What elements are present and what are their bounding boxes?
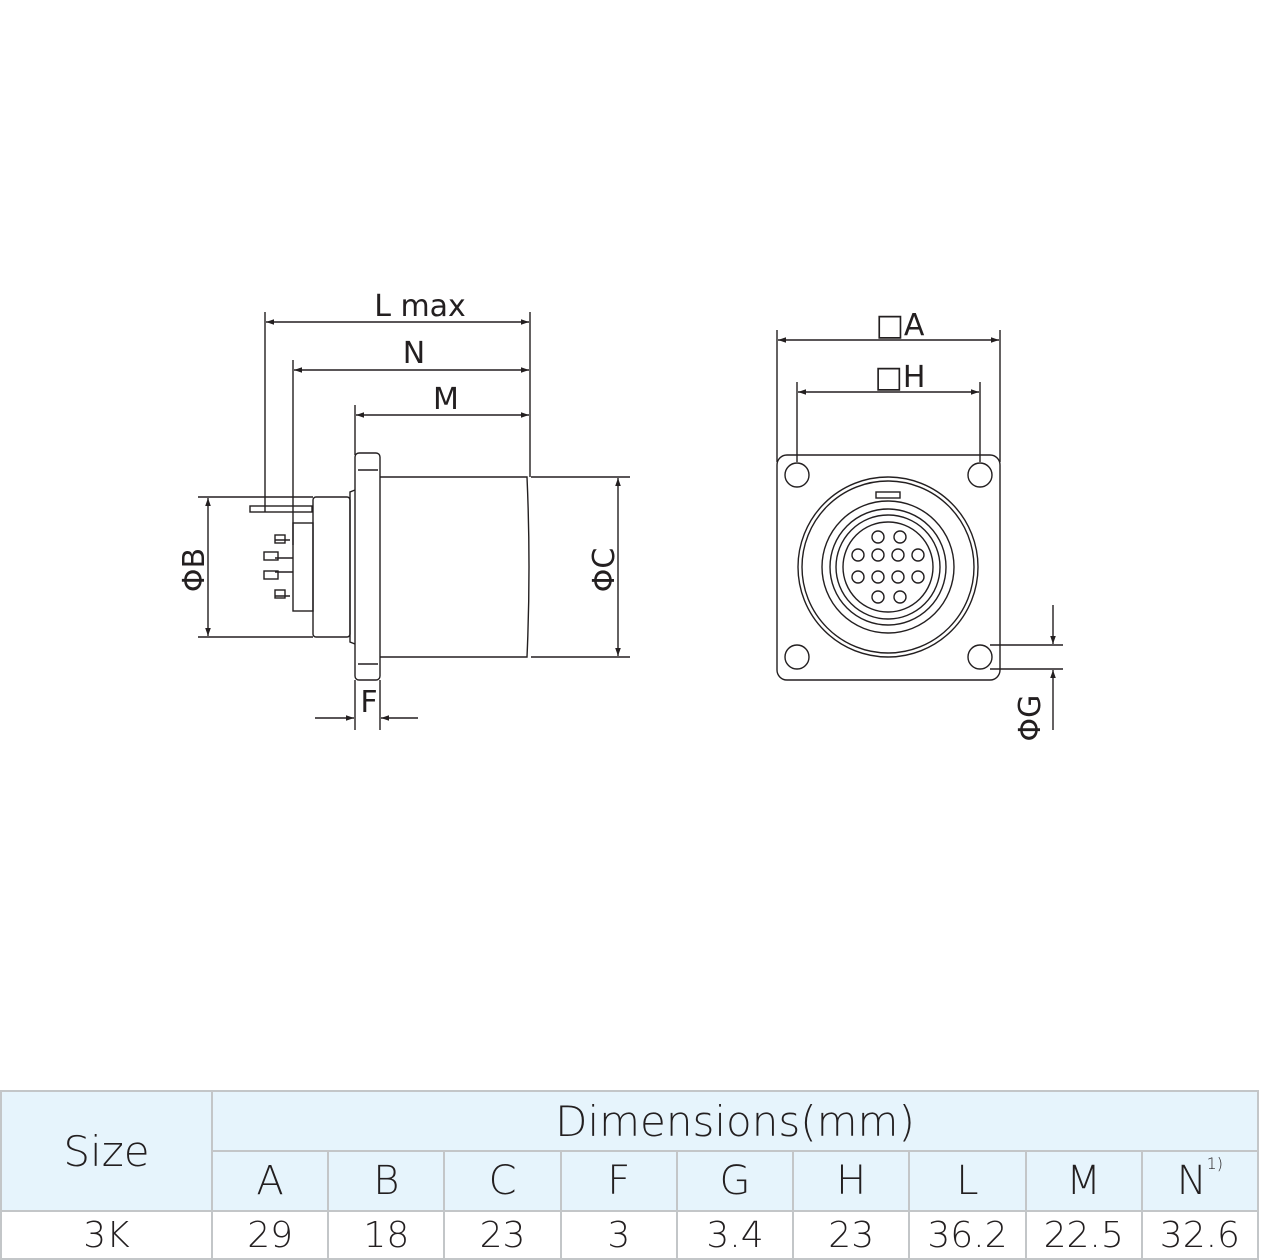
f-label: F — [360, 685, 377, 720]
size-header: Size — [0, 1090, 213, 1212]
square-flange — [776, 454, 1001, 681]
front-view — [776, 330, 1063, 730]
column-header: F — [559, 1150, 678, 1212]
value-cell: 32.6 — [1140, 1210, 1260, 1260]
phi-g-label: ΦG — [1013, 695, 1048, 742]
column-header: L — [908, 1150, 1027, 1212]
contact-pins — [851, 530, 925, 604]
column-header-n: N1) — [1140, 1150, 1260, 1212]
table-row: 3K 29 18 23 3 3.4 23 36.2 22.5 32.6 — [0, 1210, 1260, 1260]
value-cell: 3 — [559, 1210, 678, 1260]
value-cell: 23 — [792, 1210, 911, 1260]
value-cell: 3.4 — [675, 1210, 795, 1260]
column-header-label: N — [1176, 1158, 1207, 1204]
size-cell: 3K — [0, 1210, 213, 1260]
column-header: C — [443, 1150, 562, 1212]
value-cell: 29 — [210, 1210, 330, 1260]
footnote-marker: 1) — [1206, 1154, 1224, 1173]
column-header: B — [327, 1150, 446, 1212]
h-label: □H — [875, 360, 926, 395]
column-header: H — [792, 1150, 911, 1212]
value-cell: 18 — [327, 1210, 446, 1260]
phi-b-label: ΦB — [177, 548, 212, 592]
value-cell: 36.2 — [908, 1210, 1027, 1260]
dimensions-header: Dimensions(mm) — [211, 1090, 1259, 1152]
body — [380, 476, 530, 658]
dimensions-table: Size Dimensions(mm) A B C F G H L M N1) … — [0, 1090, 1260, 1260]
value-cell: 23 — [443, 1210, 562, 1260]
l-max-label: L max — [374, 289, 466, 324]
m-label: M — [433, 382, 459, 417]
connector-drawing: L max N M F ΦB ΦC □A □H ΦG — [177, 289, 1063, 742]
phi-c-label: ΦC — [587, 548, 622, 593]
n-label: N — [403, 336, 425, 371]
column-header: A — [210, 1150, 330, 1212]
side-view — [198, 312, 630, 730]
value-cell: 22.5 — [1024, 1210, 1143, 1260]
a-label: □A — [876, 308, 925, 343]
flange — [354, 452, 381, 681]
column-header: G — [675, 1150, 795, 1212]
column-header: M — [1024, 1150, 1143, 1212]
